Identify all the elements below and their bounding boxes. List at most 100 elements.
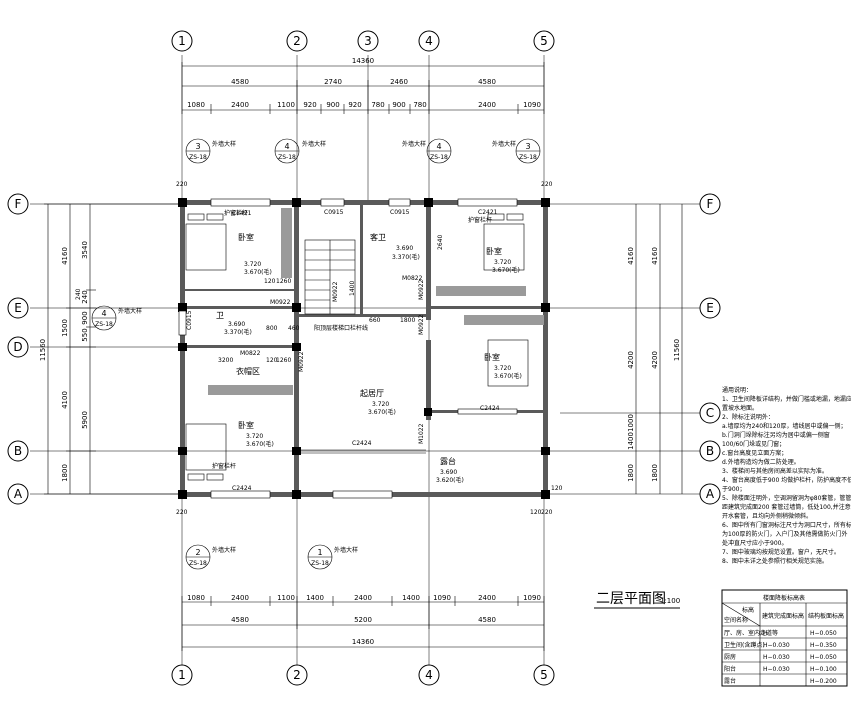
dim-total-top: 14360 — [352, 57, 374, 65]
svg-text:E: E — [706, 301, 714, 315]
structural-columns — [178, 198, 550, 499]
svg-text:1400: 1400 — [402, 594, 420, 602]
svg-text:H−0.050: H−0.050 — [810, 654, 837, 661]
bottom-dimensions: 1080 2400 1100 1400 2400 1400 1090 2400 … — [181, 594, 545, 651]
svg-text:外墙大样: 外墙大样 — [402, 140, 426, 148]
svg-text:1260: 1260 — [276, 357, 291, 364]
svg-text:5900: 5900 — [81, 411, 89, 429]
svg-text:4160: 4160 — [651, 247, 659, 265]
svg-text:5200: 5200 — [354, 616, 372, 624]
svg-text:C0915: C0915 — [324, 209, 344, 216]
svg-text:920: 920 — [303, 101, 316, 109]
svg-text:920: 920 — [348, 101, 361, 109]
svg-text:900: 900 — [326, 101, 339, 109]
svg-text:H−0.030: H−0.030 — [763, 666, 790, 673]
svg-text:4: 4 — [425, 34, 433, 48]
svg-text:3.720: 3.720 — [372, 401, 389, 408]
drawing-title: 二层平面图 1:100 — [594, 591, 680, 609]
svg-text:1: 1 — [178, 668, 186, 682]
svg-text:900: 900 — [81, 311, 89, 324]
svg-text:M0922: M0922 — [418, 314, 425, 335]
svg-text:780: 780 — [371, 101, 384, 109]
right-dimensions: 11560 4160 4200 1800 4160 4200 1000 1400… — [627, 204, 683, 494]
svg-text:120: 120 — [264, 278, 276, 285]
svg-text:3.720: 3.720 — [494, 259, 511, 266]
svg-text:为100厚的防火门，入户门及其他需做防火门外: 为100厚的防火门，入户门及其他需做防火门外 — [722, 530, 847, 538]
svg-text:120: 120 — [530, 509, 542, 516]
detail-callout: 1 ZS-18 外墙大样 — [307, 544, 358, 570]
dim-total-bottom: 14360 — [352, 638, 374, 646]
dim-right-total: 11560 — [673, 339, 681, 361]
svg-text:5: 5 — [540, 668, 548, 682]
svg-text:于900；: 于900； — [722, 486, 745, 493]
svg-text:ZS-18: ZS-18 — [519, 154, 537, 161]
svg-text:M1022: M1022 — [418, 423, 425, 444]
svg-text:C2421: C2421 — [478, 209, 498, 216]
svg-text:1080: 1080 — [187, 101, 205, 109]
svg-text:3.670(毛): 3.670(毛) — [246, 440, 274, 448]
svg-text:C2424: C2424 — [352, 440, 372, 447]
svg-text:楼面降板标高表: 楼面降板标高表 — [763, 594, 805, 602]
grid-lines — [30, 55, 700, 665]
column-bubbles: 1 2 3 4 5 1 2 4 5 F E D B A F E C B A — [7, 30, 721, 686]
svg-text:H−0.350: H−0.350 — [810, 642, 837, 649]
corner-dims: 220 220 220 220 120 120 — [176, 181, 563, 516]
svg-text:1100: 1100 — [277, 594, 295, 602]
svg-text:建筑完成面标高: 建筑完成面标高 — [762, 612, 804, 620]
opening-labels: C2421 C0915 C0915 C2421 C2424 C2424 C242… — [186, 209, 500, 492]
svg-text:结构板面标高: 结构板面标高 — [808, 612, 844, 620]
svg-text:A: A — [706, 487, 715, 501]
svg-text:2: 2 — [195, 548, 200, 557]
svg-text:4: 4 — [436, 142, 441, 151]
svg-text:5、除楼面注明外，空调洞留洞为φ80套管，管管其: 5、除楼面注明外，空调洞留洞为φ80套管，管管其 — [722, 494, 851, 502]
svg-text:3.670(毛): 3.670(毛) — [368, 408, 396, 416]
row-bubble-A-right: A — [699, 483, 721, 505]
svg-text:1、卫生间降板详结构，并做门槛或地漏，地漏应: 1、卫生间降板详结构，并做门槛或地漏，地漏应 — [722, 395, 851, 403]
svg-text:M0822: M0822 — [402, 275, 423, 282]
room-bedroom-e: 卧室 — [484, 352, 500, 362]
svg-text:3.690: 3.690 — [396, 245, 413, 252]
svg-text:1100: 1100 — [277, 101, 295, 109]
general-notes: 通用说明： 1、卫生间降板详结构，并做门槛或地漏，地漏应 置坡水地面。 2、除标… — [722, 386, 851, 565]
room-cloakroom: 衣帽区 — [236, 366, 260, 376]
svg-text:2740: 2740 — [324, 78, 342, 86]
svg-text:8、图中未详之处参照行相关规范实施。: 8、图中未详之处参照行相关规范实施。 — [722, 557, 828, 565]
windows — [178, 198, 518, 499]
col-bubble-1-bottom: 1 — [171, 664, 193, 686]
svg-text:D: D — [13, 340, 22, 354]
svg-text:3.670(毛): 3.670(毛) — [492, 266, 520, 274]
svg-text:7、图中玻璃均按规范设置。窗户，无尺寸。: 7、图中玻璃均按规范设置。窗户，无尺寸。 — [722, 548, 840, 556]
svg-text:4580: 4580 — [231, 78, 249, 86]
col-bubble-4-top: 4 — [418, 30, 440, 52]
svg-text:C2421: C2421 — [232, 210, 252, 217]
col-bubble-4-bottom: 4 — [418, 664, 440, 686]
svg-text:3.720: 3.720 — [246, 433, 263, 440]
svg-text:1500: 1500 — [61, 319, 69, 337]
svg-text:C: C — [706, 406, 714, 420]
svg-text:4580: 4580 — [478, 616, 496, 624]
svg-text:露台: 露台 — [724, 677, 736, 685]
svg-text:120: 120 — [266, 357, 278, 364]
svg-text:1080: 1080 — [187, 594, 205, 602]
svg-text:卫生间(含蹲点): 卫生间(含蹲点) — [724, 641, 765, 649]
svg-text:3: 3 — [195, 142, 200, 151]
svg-text:ZS-18: ZS-18 — [189, 154, 207, 161]
svg-text:3.670(毛): 3.670(毛) — [494, 372, 522, 380]
svg-text:M0922: M0922 — [332, 281, 339, 302]
svg-text:4160: 4160 — [61, 247, 69, 265]
svg-text:置坡水地面。: 置坡水地面。 — [722, 404, 758, 412]
svg-text:M0922: M0922 — [270, 299, 291, 306]
svg-text:F: F — [15, 197, 22, 211]
col-bubble-2-top: 2 — [286, 30, 308, 52]
svg-text:900: 900 — [392, 101, 405, 109]
svg-text:C0915: C0915 — [390, 209, 410, 216]
detail-callout: 3 ZS-18 外墙大样 — [185, 138, 236, 164]
row-bubble-E-right: E — [699, 297, 721, 319]
svg-text:ZS-18: ZS-18 — [311, 560, 329, 567]
svg-text:1090: 1090 — [523, 101, 541, 109]
svg-text:C2424: C2424 — [232, 485, 252, 492]
svg-text:550: 550 — [81, 328, 89, 341]
drawing-title-text: 二层平面图 — [596, 591, 666, 607]
svg-text:1: 1 — [178, 34, 186, 48]
svg-text:H: H — [763, 630, 768, 637]
